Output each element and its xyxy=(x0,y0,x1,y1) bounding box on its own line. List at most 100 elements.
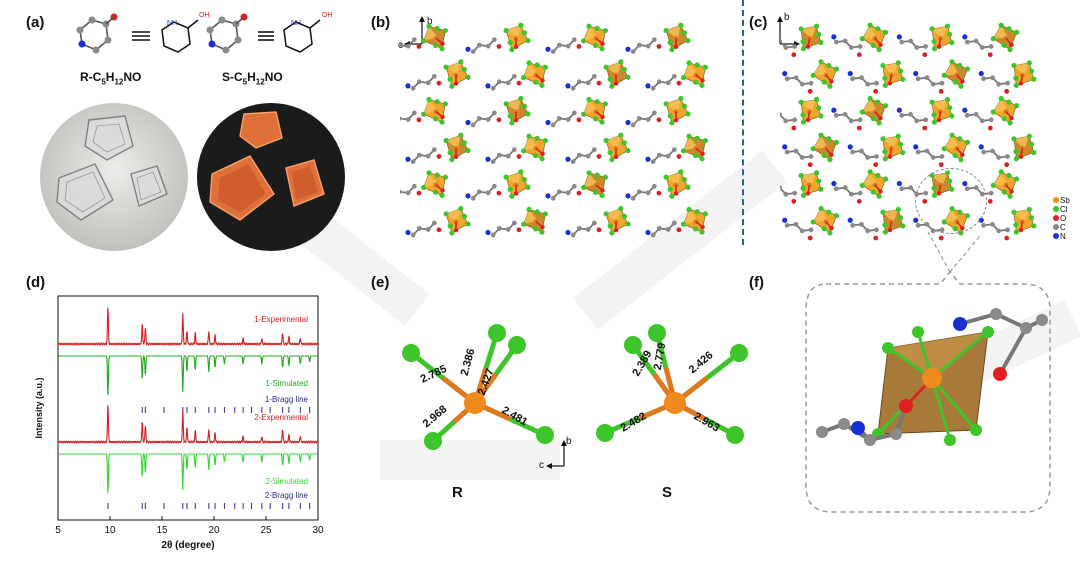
sbcl-unit xyxy=(929,23,955,52)
bond-length-label: 2.481 xyxy=(500,404,530,428)
ligand-unit xyxy=(913,70,945,94)
sbcl-unit xyxy=(990,95,1020,126)
series-label: 2-Experimental xyxy=(254,413,308,422)
crystal-photo-r xyxy=(40,103,188,251)
legend-item-cl: Cl xyxy=(1053,205,1070,214)
legend-dot xyxy=(1053,224,1059,230)
sbcl-unit xyxy=(503,169,531,199)
callout-bubble xyxy=(805,231,1051,513)
sbcl-unit xyxy=(581,96,608,125)
sbcl-unit xyxy=(990,169,1020,199)
bond-length-label: 2.386 xyxy=(459,347,478,377)
formula-r-sub1: 5 xyxy=(101,77,106,87)
bond-length-label: 2.779 xyxy=(652,342,669,371)
panel-label-d: (d) xyxy=(26,274,46,291)
sbcl-unit xyxy=(681,60,708,88)
legend-label: N xyxy=(1060,232,1066,241)
crystal-photo-s xyxy=(197,103,345,251)
ligand-unit xyxy=(465,110,502,128)
sbcl-unit xyxy=(663,95,691,126)
legend-item-sb: Sb xyxy=(1053,196,1070,205)
sbcl-unit xyxy=(681,133,708,162)
legend-item-c: C xyxy=(1053,223,1070,232)
sbcl-unit xyxy=(443,132,471,163)
sbcl-unit xyxy=(603,59,631,89)
ligand-unit xyxy=(400,183,422,199)
sbcl-unit xyxy=(581,170,608,198)
ligand-unit xyxy=(400,110,422,126)
cl-atom xyxy=(624,336,642,354)
series-label: 2-Simulated xyxy=(265,477,308,486)
sbcl-unit xyxy=(521,60,548,88)
sbcl-unit xyxy=(941,132,971,163)
ligand-unit xyxy=(465,183,502,201)
axis-c-label-e: c xyxy=(539,460,544,471)
ligand-unit xyxy=(405,147,442,165)
sbcl-unit xyxy=(941,59,971,89)
sbcl-unit xyxy=(880,60,906,88)
series-label: 2-Bragg line xyxy=(265,491,309,500)
legend-dot xyxy=(1053,197,1059,203)
label-s: S xyxy=(662,484,673,501)
series-line xyxy=(58,452,318,494)
formula-r-sub2: 12 xyxy=(114,77,124,87)
panel-label-a: (a) xyxy=(26,14,45,31)
ligand-unit xyxy=(565,220,602,238)
ligand-unit xyxy=(545,183,582,201)
panel-label-f: (f) xyxy=(749,274,764,291)
ligand-unit xyxy=(545,37,582,55)
cl-atom xyxy=(536,426,554,444)
ligand-unit xyxy=(645,220,682,238)
sbcl-unit xyxy=(521,133,548,162)
legend-label: Cl xyxy=(1060,205,1068,214)
formula-s-sub2: 12 xyxy=(255,77,265,87)
ligand-unit xyxy=(782,144,814,168)
ligand-unit xyxy=(896,34,929,58)
ligand-unit xyxy=(847,70,879,94)
sbcl-unit xyxy=(443,205,471,236)
y-axis-label: Intensity (a.u.) xyxy=(34,377,44,438)
sbcl-unit xyxy=(503,95,531,126)
ligand-unit xyxy=(625,183,662,201)
series-label: 1-Experimental xyxy=(254,315,308,324)
sbcl-unit xyxy=(421,23,448,52)
axis-b-label-e: b xyxy=(566,436,572,447)
ligand-unit xyxy=(913,144,945,168)
axis-b-label-c: b xyxy=(784,12,790,23)
sbcl-unit xyxy=(990,22,1020,53)
ligand-unit xyxy=(831,180,863,204)
sbcl-unit xyxy=(1011,133,1037,162)
sbcl-unit xyxy=(663,22,691,53)
formula-r: R-C5H12NO xyxy=(80,70,141,86)
series-line xyxy=(58,354,318,396)
ligand-unit xyxy=(645,147,682,165)
cl-atom xyxy=(596,424,614,442)
formula-r-mid: H xyxy=(105,70,115,84)
legend-label: O xyxy=(1060,214,1067,223)
ligand-unit xyxy=(896,107,929,131)
ligand-unit xyxy=(400,37,422,53)
sbcl-unit xyxy=(443,59,471,89)
sbcl-unit xyxy=(880,206,906,235)
sb-atom xyxy=(664,392,686,414)
ligand-unit xyxy=(545,110,582,128)
sbcl-unit xyxy=(798,96,824,125)
sbcl-unit xyxy=(810,132,840,163)
axis-indicator-e xyxy=(546,440,567,469)
x-tick-label: 25 xyxy=(260,525,272,536)
legend-dot xyxy=(1053,233,1059,239)
ligand-unit xyxy=(625,110,662,128)
ligand-unit xyxy=(405,73,442,91)
ligand-unit xyxy=(465,37,502,55)
bond-length-label: 2.968 xyxy=(421,403,450,430)
sbcl-unit xyxy=(681,206,708,235)
cl-atom xyxy=(730,344,748,362)
formula-s-mid: H xyxy=(247,70,256,84)
panel-label-b: (b) xyxy=(371,14,391,31)
sbcl-unit xyxy=(880,133,906,162)
x-tick-label: 10 xyxy=(104,525,116,536)
formula-s: S-C5H12NO xyxy=(222,70,283,86)
